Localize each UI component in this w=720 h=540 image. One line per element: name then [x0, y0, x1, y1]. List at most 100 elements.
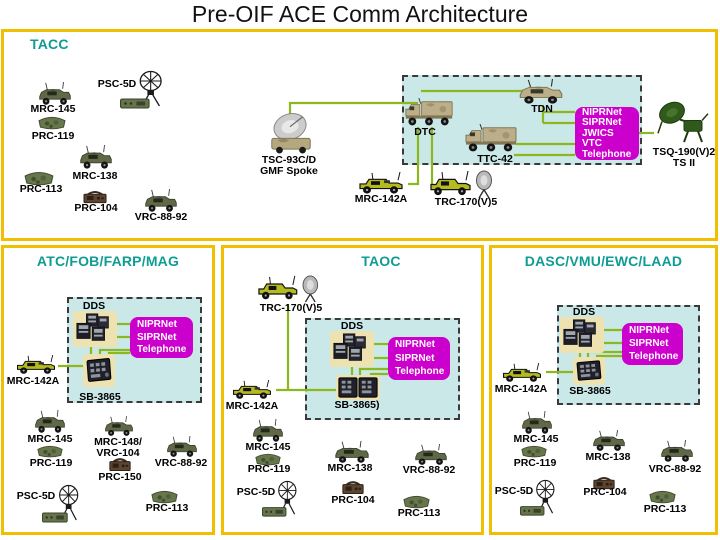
equipment-sb-3865-icon — [83, 354, 115, 387]
label-mrc-142a: MRC-142A — [225, 400, 279, 412]
equipment-prc-119-icon — [36, 445, 64, 458]
label-vrc-88-92: VRC-88-92 — [402, 464, 456, 476]
panel-tacc — [1, 29, 718, 241]
equipment-tsc-93c-d-gmf-spoke-icon — [266, 112, 316, 155]
service-telephone: Telephone — [582, 148, 632, 160]
equipment-psc-5d-icon — [262, 480, 300, 518]
label-psc-5d: PSC-5D — [494, 485, 534, 497]
label-prc-113: PRC-113 — [19, 183, 63, 195]
equipment-dtc-icon — [404, 98, 454, 128]
service-telephone: Telephone — [137, 344, 187, 356]
label-prc-113: PRC-113 — [145, 502, 189, 514]
equipment-prc-113-icon — [23, 171, 55, 186]
label-trc-170-v-5: TRC-170(V)5 — [259, 302, 323, 314]
label-sb-3865: SB-3865) — [334, 399, 380, 411]
service-niprnet: NIPRNet — [395, 339, 436, 351]
label-dtc: DTC — [414, 126, 436, 138]
label-sb-3865: SB-3865 — [79, 391, 121, 403]
equipment-vrc-88-92-icon — [660, 440, 694, 463]
panel-atc — [1, 245, 215, 535]
equipment-trc-170-v-5-icon — [428, 170, 494, 199]
label-prc-104: PRC-104 — [583, 486, 627, 498]
page-title: Pre-OIF ACE Comm Architecture — [191, 1, 529, 27]
label-prc-119: PRC-119 — [513, 457, 557, 469]
service-telephone: Telephone — [395, 365, 445, 377]
label-prc-104: PRC-104 — [74, 202, 118, 214]
equipment-vrc-88-92-icon — [144, 189, 178, 213]
equipment-prc-104-icon — [82, 188, 108, 204]
label-prc-119: PRC-119 — [29, 457, 73, 469]
label-mrc-145: MRC-145 — [27, 433, 73, 445]
service-siprnet: SIPRNet — [629, 338, 669, 349]
equipment-prc-119-icon — [520, 445, 548, 458]
label-prc-119: PRC-119 — [31, 130, 75, 142]
equipment-mrc-142a-icon — [14, 355, 58, 375]
label-dds: DDS — [572, 306, 596, 318]
equipment-ttc-42-icon — [464, 124, 518, 154]
label-psc-5d: PSC-5D — [97, 78, 137, 90]
equipment-psc-5d-icon — [42, 484, 82, 524]
panel-dasc — [489, 245, 718, 535]
label-mrc-145: MRC-145 — [513, 433, 559, 445]
equipment-sb-3865-icon — [573, 357, 605, 385]
equipment-mrc-145-icon — [38, 82, 72, 106]
service-siprnet: SIPRNet — [582, 117, 622, 128]
service-niprnet: NIPRNet — [582, 106, 623, 118]
equipment-mrc-138-icon — [592, 430, 626, 452]
equipment-mrc-142a-icon — [356, 172, 406, 195]
equipment-psc-5d-icon — [120, 70, 166, 110]
equipment-psc-5d-icon — [520, 479, 558, 517]
label-prc-150: PRC-150 — [98, 471, 142, 483]
equipment-mrc-142a-icon — [500, 363, 544, 383]
label-prc-113: PRC-113 — [397, 507, 441, 519]
equipment-prc-104-icon — [592, 474, 616, 490]
equipment-mrc-145-icon — [521, 411, 553, 435]
equipment-mrc-138-icon — [79, 145, 113, 170]
label-mrc-142a: MRC-142A — [494, 383, 548, 395]
label-mrc-145: MRC-145 — [30, 103, 76, 115]
panel-title-atc: ATC/FOB/FARP/MAG — [36, 253, 180, 269]
equipment-tdn-icon — [518, 79, 564, 105]
label-mrc-142a: MRC-142A — [354, 193, 408, 205]
panel-title-taoc: TAOC — [361, 253, 401, 269]
panel-title-tacc: TACC — [30, 36, 69, 52]
label-mrc-138: MRC-138 — [327, 462, 373, 474]
label-sb-3865: SB-3865 — [569, 385, 611, 397]
panel-title-dasc: DASC/VMU/EWC/LAAD — [524, 253, 683, 269]
label-mrc-142a: MRC-142A — [6, 375, 60, 387]
equipment-dds-icon — [330, 331, 374, 367]
equipment-prc-113-icon — [150, 490, 179, 504]
service-siprnet: SIPRNet — [395, 352, 435, 364]
panel-taoc — [221, 245, 484, 535]
service-niprnet: NIPRNet — [137, 318, 178, 330]
equipment-tsq-190-v-2-ts-ii-icon — [652, 100, 710, 144]
label-tdn: TDN — [531, 103, 553, 115]
equipment-prc-150-icon — [108, 455, 132, 472]
service-jwics: JWICS — [582, 127, 614, 139]
label-mrc-138: MRC-138 — [72, 170, 118, 182]
equipment-prc-113-icon — [402, 495, 431, 509]
service-niprnet: NIPRNet — [629, 325, 670, 336]
label-vrc-88-92: VRC-88-92 — [134, 211, 188, 223]
equipment-vrc-88-92-icon — [414, 444, 448, 466]
label-trc-170-v-5: TRC-170(V)5 — [434, 196, 498, 208]
equipment-vrc-88-92-icon — [166, 436, 198, 458]
label-psc-5d: PSC-5D — [16, 490, 56, 502]
label-prc-104: PRC-104 — [331, 494, 375, 506]
service-vtc: VTC — [582, 138, 602, 149]
label-psc-5d: PSC-5D — [236, 486, 276, 498]
label-prc-113: PRC-113 — [643, 503, 687, 515]
label-dds: DDS — [82, 300, 106, 312]
label-dds: DDS — [340, 320, 364, 332]
equipment-mrc-145-icon — [34, 410, 66, 434]
label-vrc-88-92: VRC-88-92 — [648, 463, 702, 475]
equipment-prc-119-icon — [254, 453, 282, 466]
equipment-mrc-138-icon — [334, 441, 370, 464]
equipment-dds-icon — [73, 311, 117, 347]
service-siprnet: SIPRNet — [137, 331, 177, 343]
